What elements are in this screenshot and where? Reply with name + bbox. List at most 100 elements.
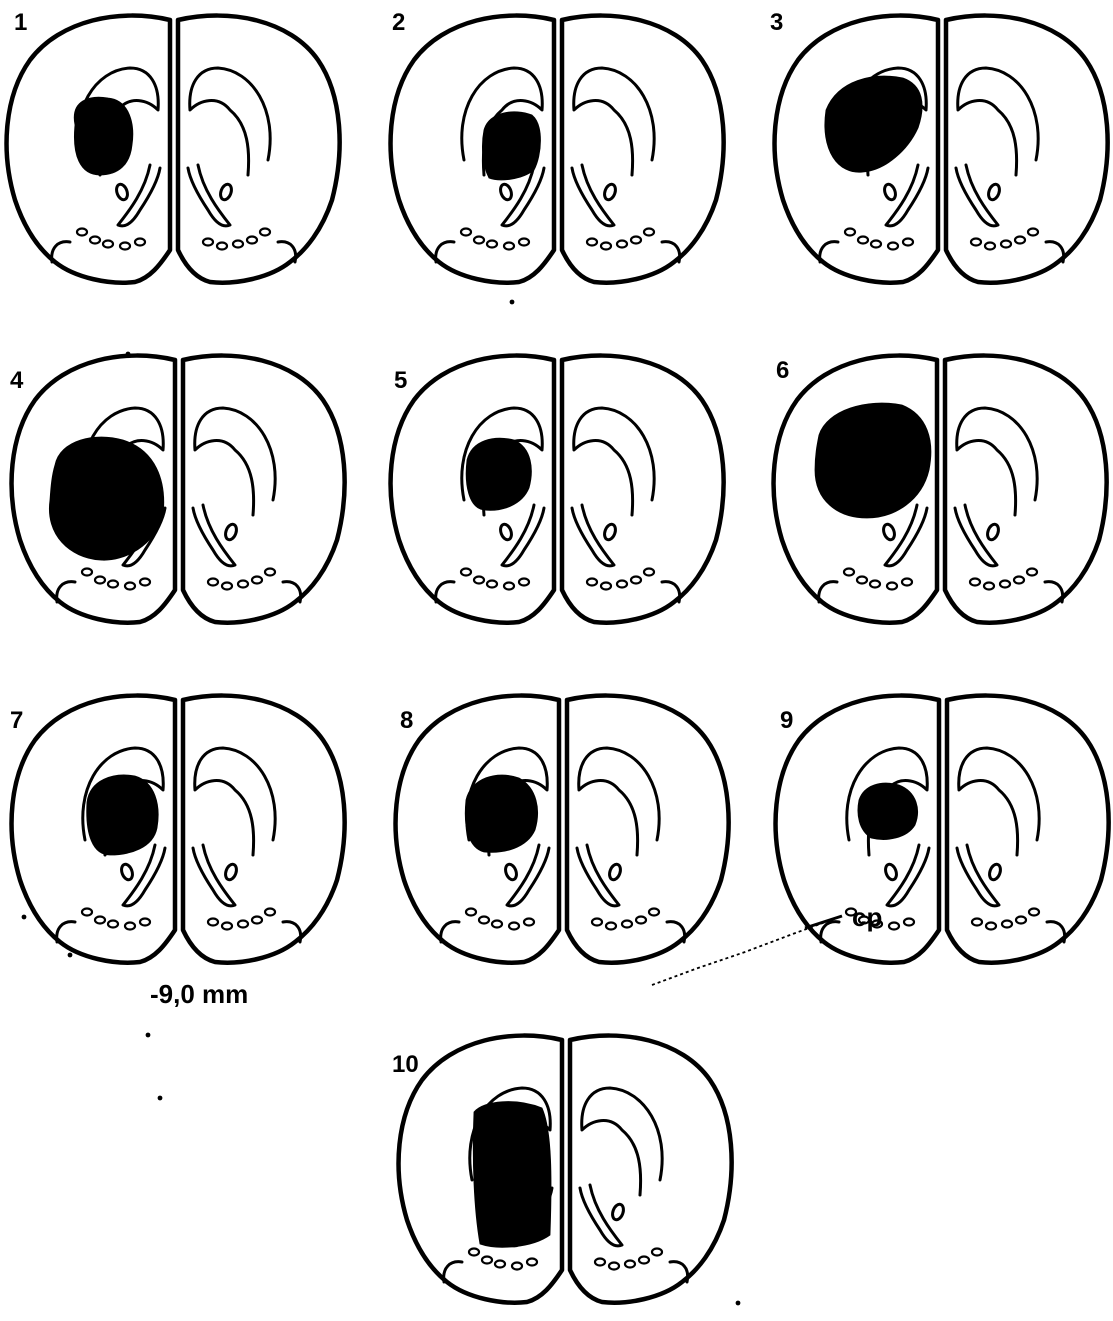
right-commissure bbox=[224, 863, 239, 881]
midline-dot bbox=[946, 845, 949, 848]
print-speck bbox=[22, 915, 27, 920]
ventral-island bbox=[601, 243, 611, 250]
left-commissure bbox=[883, 183, 898, 201]
ventral-island bbox=[888, 243, 898, 250]
midline-dot bbox=[566, 821, 569, 824]
lesion bbox=[473, 1102, 551, 1248]
section-number: 9 bbox=[780, 707, 793, 734]
print-speck bbox=[736, 1301, 741, 1306]
midline-dot bbox=[938, 809, 941, 812]
midline-dot bbox=[177, 165, 180, 168]
ventral-island bbox=[587, 239, 597, 246]
ventral-island bbox=[247, 237, 257, 244]
midline-dot bbox=[182, 505, 185, 508]
ventral-island bbox=[512, 1263, 522, 1270]
ventral-island bbox=[461, 569, 471, 576]
ventral-island bbox=[95, 577, 105, 584]
right-commissure bbox=[603, 523, 618, 541]
ventral-island bbox=[203, 239, 213, 246]
ventral-island bbox=[609, 1263, 619, 1270]
midline-dot bbox=[174, 517, 177, 520]
ventral-island bbox=[971, 239, 981, 246]
right-ventricle-arch bbox=[190, 68, 270, 175]
ventral-island bbox=[504, 583, 514, 590]
ventral-island bbox=[103, 241, 113, 248]
ventral-island bbox=[636, 917, 646, 924]
ventral-island bbox=[487, 241, 497, 248]
right-capsule bbox=[188, 165, 230, 226]
midline-dot bbox=[569, 1185, 572, 1188]
ventral-island bbox=[617, 581, 627, 588]
section-number: 1 bbox=[14, 9, 27, 36]
midline-dot bbox=[553, 177, 556, 180]
right-capsule bbox=[572, 505, 614, 566]
midline-dot bbox=[174, 857, 177, 860]
midline-dot bbox=[561, 165, 564, 168]
section-number: 5 bbox=[394, 367, 407, 394]
ventral-island bbox=[1014, 577, 1024, 584]
midline-dot bbox=[561, 505, 564, 508]
ventral-island bbox=[90, 237, 100, 244]
right-capsule bbox=[955, 505, 997, 566]
midline-dot bbox=[169, 153, 172, 156]
right-commissure bbox=[224, 523, 239, 541]
midline-dot bbox=[553, 129, 556, 132]
print-speck bbox=[158, 1096, 163, 1101]
midline-dot bbox=[937, 153, 940, 156]
section-3: 3 bbox=[770, 9, 1108, 283]
ventral-island bbox=[631, 237, 641, 244]
left-capsule bbox=[885, 505, 927, 566]
section-1: 1 bbox=[7, 9, 340, 283]
ventral-island bbox=[986, 923, 996, 930]
ventral-island bbox=[222, 923, 232, 930]
left-commissure bbox=[120, 863, 135, 881]
midline-dot bbox=[174, 493, 177, 496]
ventral-island bbox=[487, 581, 497, 588]
ventral-island bbox=[479, 917, 489, 924]
ventral-island bbox=[77, 229, 87, 236]
ventral-island bbox=[82, 569, 92, 576]
midline-dot bbox=[561, 1149, 564, 1152]
midline-dot bbox=[182, 845, 185, 848]
ventral-island bbox=[649, 909, 659, 916]
midline-dot bbox=[936, 469, 939, 472]
section-2: 2 bbox=[391, 9, 724, 283]
ventral-island bbox=[871, 241, 881, 248]
ventral-island bbox=[844, 569, 854, 576]
midline-dot bbox=[553, 153, 556, 156]
right-ventricle-arch bbox=[957, 408, 1037, 515]
midline-dot bbox=[946, 821, 949, 824]
midline-dot bbox=[561, 141, 564, 144]
ventral-island bbox=[985, 243, 995, 250]
section-number: 10 bbox=[392, 1051, 419, 1078]
ventral-island bbox=[217, 243, 227, 250]
ventral-island bbox=[1029, 909, 1039, 916]
midline-dot bbox=[177, 189, 180, 192]
ventral-island bbox=[125, 923, 135, 930]
left-capsule bbox=[507, 845, 549, 906]
ventral-island bbox=[260, 229, 270, 236]
section-4: 4 bbox=[10, 356, 345, 623]
lesion bbox=[858, 783, 918, 839]
print-speck bbox=[146, 1033, 151, 1038]
midline-dot bbox=[558, 809, 561, 812]
midline-dot bbox=[177, 141, 180, 144]
midline-dot bbox=[946, 869, 949, 872]
ventral-island bbox=[492, 921, 502, 928]
midline-dot bbox=[945, 189, 948, 192]
right-ventricle-arch bbox=[195, 748, 275, 855]
left-commissure bbox=[115, 183, 130, 201]
ventral-island bbox=[509, 923, 519, 930]
ventral-island bbox=[845, 229, 855, 236]
lesion bbox=[87, 775, 158, 855]
ventral-island bbox=[482, 1257, 492, 1264]
midline-dot bbox=[174, 469, 177, 472]
ventral-island bbox=[904, 919, 914, 926]
right-ventricle-arch bbox=[195, 408, 275, 515]
ventral-island bbox=[1027, 569, 1037, 576]
midline-dot bbox=[182, 481, 185, 484]
midline-dot bbox=[938, 857, 941, 860]
ventral-island bbox=[1001, 241, 1011, 248]
midline-dot bbox=[569, 1161, 572, 1164]
